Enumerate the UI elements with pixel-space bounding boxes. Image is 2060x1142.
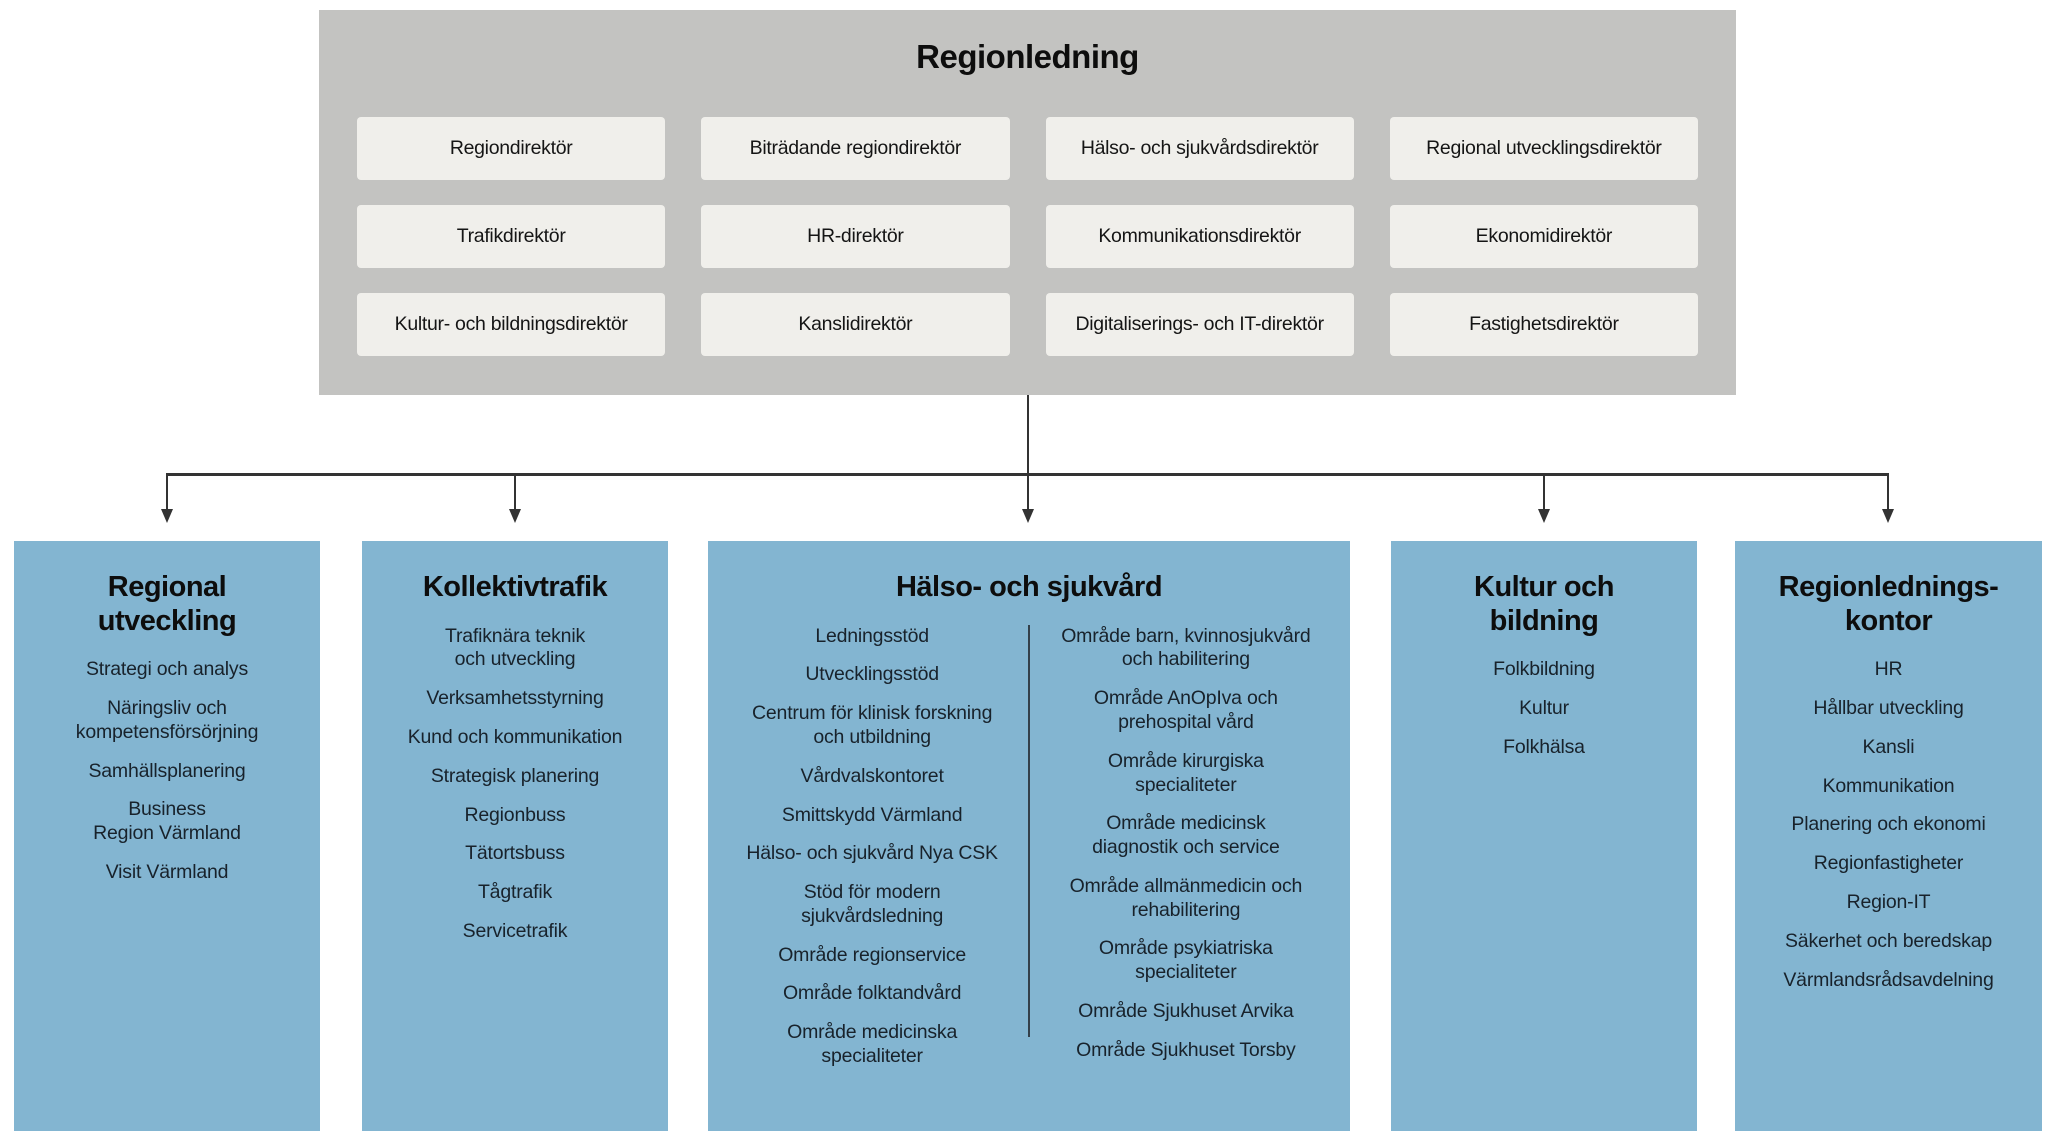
- division-item: Område medicinska specialiteter: [787, 1021, 958, 1067]
- arrow-down-icon: [161, 509, 173, 523]
- division-item: Smittskydd Värmland: [781, 803, 963, 826]
- division-item: Verksamhetsstyrning: [426, 687, 604, 710]
- division-title: Kultur och bildning: [1474, 571, 1615, 637]
- division-item: Folkhälsa: [1503, 735, 1585, 758]
- division-item: Strategisk planering: [430, 764, 600, 787]
- division-item: Säkerhet och beredskap: [1785, 929, 1992, 952]
- division-item: Område allmänmedicin och rehabilitering: [1069, 874, 1303, 921]
- division-item: Region-IT: [1846, 890, 1931, 913]
- division-item: Område folktandvård: [782, 982, 962, 1005]
- leadership-role-box: Ekonomidirektör: [1389, 204, 1698, 268]
- connector-drop: [166, 475, 168, 511]
- leadership-role-box: Trafikdirektör: [357, 204, 666, 268]
- division-item: Område Sjukhuset Arvika: [1078, 1000, 1294, 1022]
- division-item: Kommunikation: [1822, 774, 1955, 797]
- division-item: Område Sjukhuset Torsby: [1076, 1038, 1296, 1061]
- division-item: Kultur: [1519, 697, 1569, 720]
- arrow-down-icon: [1538, 509, 1550, 523]
- division-item: HR: [1874, 658, 1903, 681]
- arrow-down-icon: [1022, 509, 1034, 523]
- leadership-role-box: Kommunikationsdirektör: [1045, 204, 1354, 268]
- division-item: Visit Värmland: [105, 860, 229, 883]
- leadership-role-box: Hälso- och sjukvårdsdirektör: [1045, 116, 1354, 180]
- leadership-role-box: Kultur- och bildningsdirektör: [357, 292, 666, 356]
- division-item: Folkbildning: [1493, 658, 1595, 681]
- division-column: Område barn, kvinnosjukvård och habilite…: [1030, 625, 1342, 1078]
- leadership-role-box: Kanslidirektör: [701, 292, 1010, 356]
- division-item: Område regionservice: [778, 943, 967, 966]
- division-item: Område barn, kvinnosjukvård och habilite…: [1061, 624, 1311, 671]
- division-item: Regionbuss: [464, 803, 566, 826]
- arrow-down-icon: [509, 509, 521, 523]
- division-item: Område AnOpIva och prehospital vård: [1093, 687, 1278, 733]
- division-title: Hälso- och sjukvård: [895, 571, 1163, 603]
- leadership-role-box: HR-direktör: [701, 204, 1010, 268]
- connector-drop: [1027, 475, 1029, 511]
- connector-stem: [1027, 395, 1029, 475]
- division-item: Stöd för modern sjukvårdsledning: [801, 881, 944, 927]
- division-item: Utvecklingsstöd: [805, 663, 939, 686]
- division-item: Värmlandsrådsavdelning: [1783, 968, 1994, 991]
- leadership-role-box: Fastighetsdirektör: [1389, 292, 1698, 356]
- leadership-block: Regionledning Regiondirektör Biträdande r…: [319, 10, 1736, 395]
- division-item: Centrum för klinisk forskning och utbild…: [752, 702, 993, 748]
- division-item: Kund och kommunikation: [407, 725, 623, 748]
- division-title: Kollektivtrafik: [422, 571, 608, 603]
- division-item: Näringsliv och kompetensförsörjning: [75, 697, 259, 743]
- division-item: Planering och ekonomi: [1791, 813, 1986, 836]
- division-item: Servicetrafik: [462, 919, 568, 942]
- division-item: Vårdvalskontoret: [800, 764, 944, 787]
- arrow-down-icon: [1882, 509, 1894, 523]
- leadership-role-box: Biträdande regiondirektör: [701, 116, 1010, 180]
- division-item: Regionfastigheter: [1813, 852, 1964, 875]
- division-item: Trafiknära teknik och utveckling: [444, 624, 585, 671]
- division-title: Regionlednings- kontor: [1778, 571, 1999, 637]
- division-item: Område psykiatriska specialiteter: [1098, 937, 1273, 984]
- division-item: Område medicinsk diagnostik och service: [1092, 812, 1280, 859]
- leadership-role-box: Regiondirektör: [357, 116, 666, 180]
- connector-drop: [1543, 475, 1545, 511]
- leadership-role-box: Regional utvecklingsdirektör: [1389, 116, 1698, 180]
- division-title: Regional utveckling: [97, 571, 237, 637]
- division-item: Tågtrafik: [477, 881, 553, 904]
- division-item: Kansli: [1862, 735, 1915, 758]
- division-item: Område kirurgiska specialiteter: [1107, 749, 1264, 796]
- leadership-title: Regionledning: [916, 38, 1139, 75]
- connector-drop: [514, 475, 516, 511]
- division-item: Hållbar utveckling: [1813, 697, 1964, 720]
- division-item: Tätortsbuss: [465, 842, 565, 865]
- column-divider: [1028, 624, 1030, 1037]
- division-item: Ledningsstöd: [815, 624, 929, 647]
- connector-horizontal: [166, 473, 1889, 476]
- division-item: Hälso- och sjukvård Nya CSK: [746, 842, 998, 865]
- division-item: Strategi och analys: [85, 658, 249, 681]
- division-item: Business Region Värmland: [93, 798, 241, 845]
- connector-drop: [1887, 475, 1889, 511]
- leadership-role-box: Digitaliserings- och IT-direktör: [1045, 292, 1354, 356]
- division-item: Samhällsplanering: [88, 759, 246, 782]
